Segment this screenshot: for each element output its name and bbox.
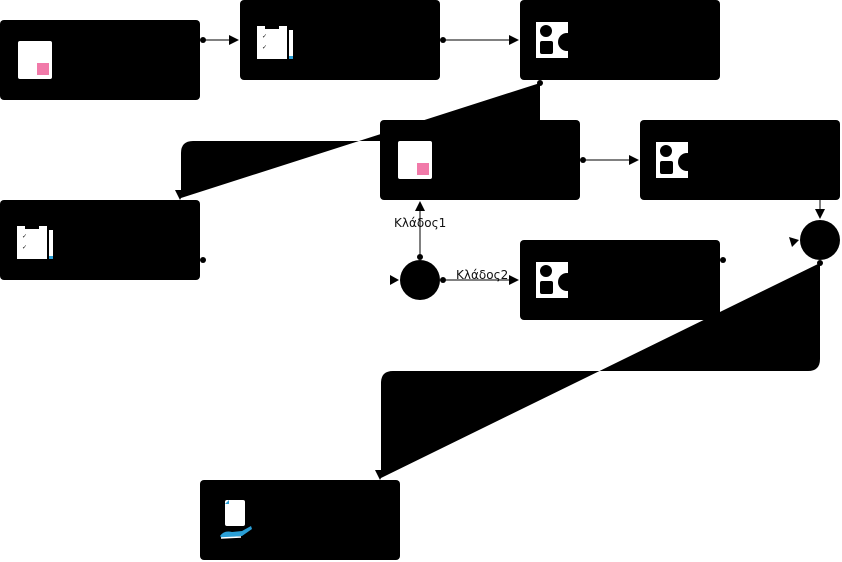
task-checklist-2[interactable]: ✓ ✓ <box>0 200 200 280</box>
edge-doc-to-checklist <box>200 35 239 45</box>
task-shapes-1[interactable] <box>520 0 720 80</box>
task-document-1[interactable] <box>0 20 200 100</box>
svg-text:✓: ✓ <box>22 233 27 240</box>
edge-shapes-to-checklist-left <box>175 80 543 200</box>
doc-icon <box>398 141 432 179</box>
svg-text:✓: ✓ <box>262 44 267 51</box>
branch1-label: Κλάδος1 <box>394 216 447 230</box>
branch2-label: Κλάδος2 <box>456 268 509 282</box>
task-document-2[interactable] <box>380 120 580 200</box>
arrow-into-split <box>390 275 399 285</box>
svg-text:✓: ✓ <box>262 33 267 40</box>
edge-doc-mid-to-shapes-right <box>580 155 639 165</box>
join-gateway[interactable] <box>800 220 840 260</box>
shapes-icon <box>656 142 696 178</box>
task-checklist-1[interactable]: ✓ ✓ <box>240 0 440 80</box>
hand-doc-icon <box>220 500 252 539</box>
edge-split-to-doc-mid <box>415 201 425 260</box>
port-checklist-left <box>200 257 206 263</box>
split-gateway[interactable] <box>400 260 440 300</box>
edge-checklist-to-shapes <box>440 35 519 45</box>
shapes-icon <box>536 262 576 298</box>
checklist-icon: ✓ ✓ <box>17 224 53 259</box>
doc-icon <box>18 41 52 79</box>
task-shapes-2[interactable] <box>640 120 840 200</box>
shapes-icon <box>536 22 576 58</box>
task-document-hand[interactable] <box>200 480 400 560</box>
svg-text:✓: ✓ <box>22 244 27 251</box>
edge-split-to-shapes-lower <box>440 275 519 285</box>
edge-shapes-lower-to-join <box>720 237 799 263</box>
checklist-icon: ✓ ✓ <box>257 24 293 59</box>
task-shapes-3[interactable] <box>520 240 720 320</box>
